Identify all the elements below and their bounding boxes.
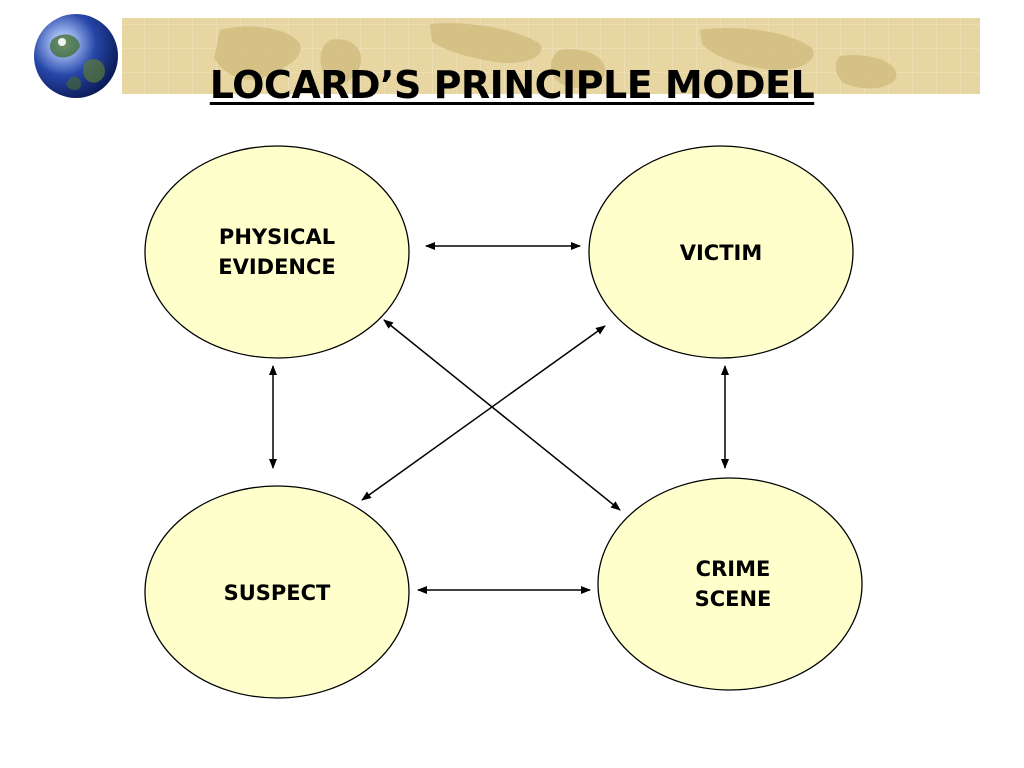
node-physical-evidence-line1: PHYSICAL bbox=[219, 225, 335, 249]
map-banner bbox=[30, 10, 980, 102]
node-suspect-label: SUSPECT bbox=[224, 581, 331, 605]
banner-continents bbox=[214, 23, 897, 89]
node-crime-scene: CRIME SCENE bbox=[597, 477, 863, 691]
node-victim-label: VICTIM bbox=[680, 241, 763, 265]
node-crime-scene-line1: CRIME bbox=[696, 557, 771, 581]
connector-evidence-crime-scene bbox=[383, 319, 621, 511]
node-physical-evidence-line2: EVIDENCE bbox=[218, 255, 336, 279]
slide-title: LOCARD’S PRINCIPLE MODEL bbox=[0, 66, 1024, 104]
slide-title-text: LOCARD’S PRINCIPLE MODEL bbox=[209, 63, 815, 107]
node-suspect: SUSPECT bbox=[144, 485, 410, 699]
connector-victim-suspect bbox=[361, 325, 606, 501]
node-crime-scene-line2: SCENE bbox=[695, 587, 772, 611]
globe-icon bbox=[30, 10, 122, 102]
node-victim: VICTIM bbox=[588, 145, 854, 359]
node-physical-evidence: PHYSICAL EVIDENCE bbox=[144, 145, 410, 359]
